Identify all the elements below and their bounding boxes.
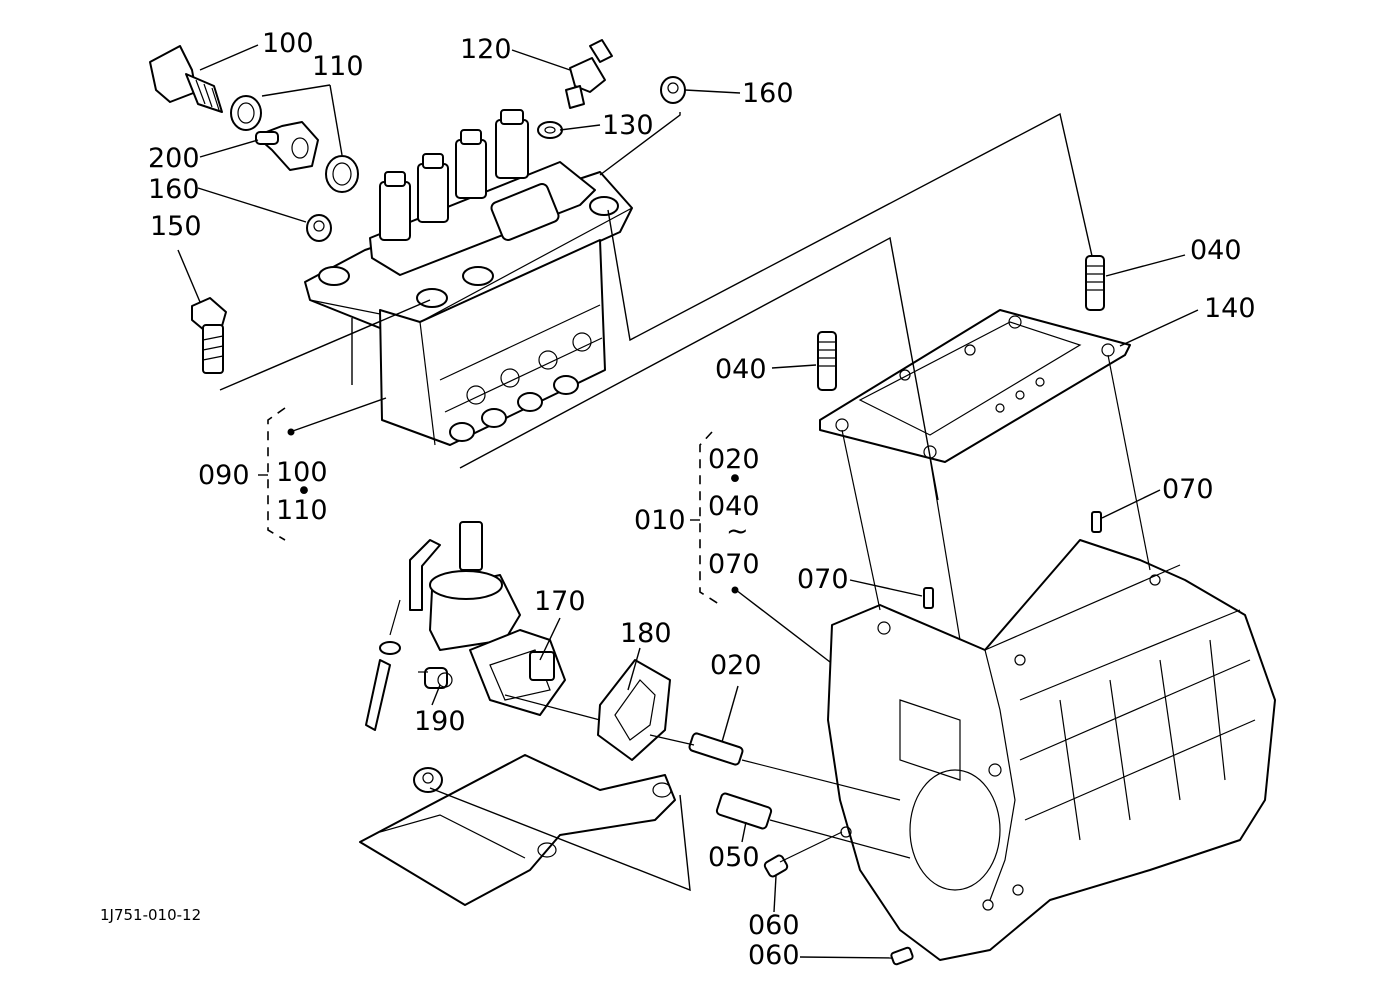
callout-100-group: 100 xyxy=(276,457,328,488)
group-brackets xyxy=(258,407,739,607)
leader-lines xyxy=(177,44,1199,959)
callout-060-upper: 060 xyxy=(748,910,800,941)
group-dot-010: • xyxy=(727,464,743,495)
callout-040-left: 040 xyxy=(715,354,767,385)
callout-070-group: 070 xyxy=(708,549,760,580)
callout-130: 130 xyxy=(602,110,654,141)
diagram-code: 1J751-010-12 xyxy=(100,906,201,924)
callout-140: 140 xyxy=(1204,293,1256,324)
callout-020: 020 xyxy=(710,650,762,681)
callout-060-lower: 060 xyxy=(748,940,800,971)
callout-040-group: 040 xyxy=(708,491,760,522)
callout-170: 170 xyxy=(534,586,586,617)
callout-110-group: 110 xyxy=(276,495,328,526)
callout-070-right: 070 xyxy=(1162,474,1214,505)
callout-190: 190 xyxy=(414,706,466,737)
callout-150: 150 xyxy=(150,211,202,242)
callout-180: 180 xyxy=(620,618,672,649)
callout-040-right: 040 xyxy=(1190,235,1242,266)
callout-020-group: 020 xyxy=(708,444,760,475)
small-parts-illustration xyxy=(149,39,686,374)
callout-120: 120 xyxy=(460,34,512,65)
callout-090: 090 xyxy=(198,460,250,491)
callout-010: 010 xyxy=(634,505,686,536)
callout-200: 200 xyxy=(148,143,200,174)
callout-050: 050 xyxy=(708,842,760,873)
callout-160-left: 160 xyxy=(148,174,200,205)
group-range-010: ~ xyxy=(726,516,749,547)
gear-case-illustration xyxy=(827,511,1276,961)
callout-160-right: 160 xyxy=(742,78,794,109)
gasket-and-studs-illustration xyxy=(817,255,1131,463)
callout-110-top: 110 xyxy=(312,51,364,82)
callout-070-left: 070 xyxy=(797,564,849,595)
callout-labels: 100 110 120 160 130 200 160 150 040 140 … xyxy=(100,28,1256,971)
callout-100-top: 100 xyxy=(262,28,314,59)
injection-pump-illustration xyxy=(304,109,633,446)
group-dot-090: • xyxy=(296,476,312,507)
